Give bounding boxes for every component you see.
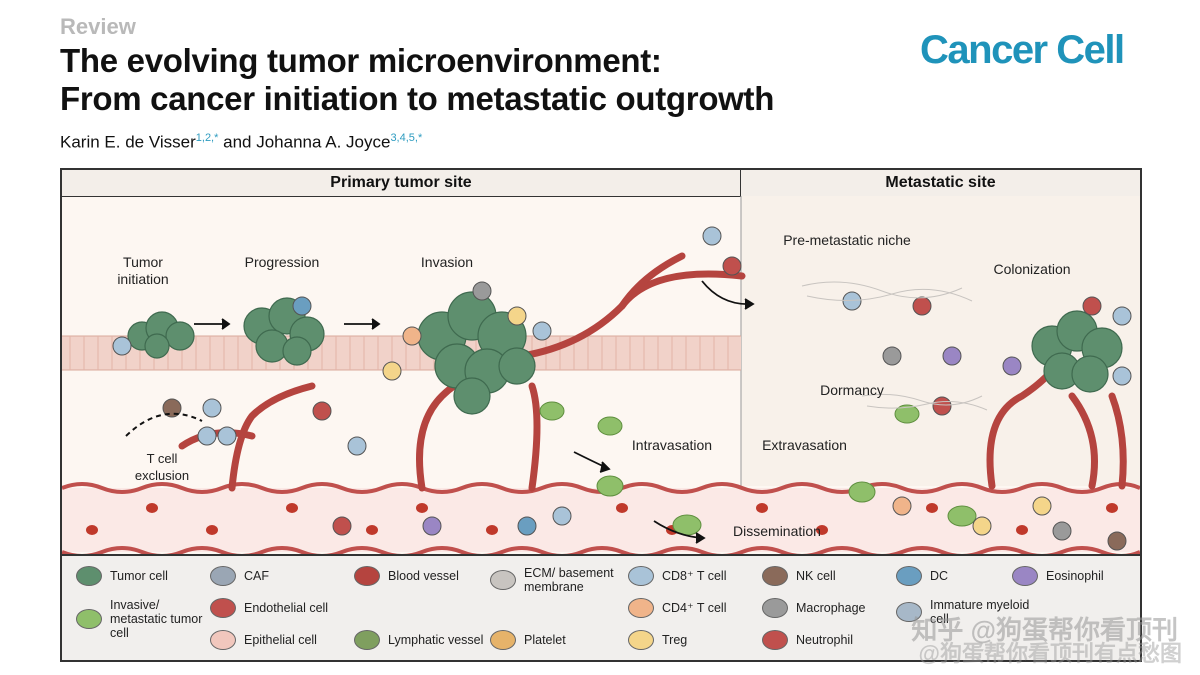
article-title: The evolving tumor microenvironment: Fro… [60, 42, 774, 118]
legend-label: CAF [244, 569, 269, 583]
legend-item: Epithelial cell [210, 630, 317, 650]
legend-item: CAF [210, 566, 269, 586]
legend-item: Macrophage [762, 598, 866, 618]
legend-label: CD8⁺ T cell [662, 569, 727, 583]
legend-item: Lymphatic vessel [354, 630, 483, 650]
stage-invasion: Invasion [420, 254, 474, 270]
author-1-affil: 1,2,* [195, 132, 219, 144]
label-tcell-exclusion: T cell exclusion [134, 451, 190, 483]
legend-item: Platelet [490, 630, 566, 650]
lymphatic-vessel-icon [354, 630, 380, 650]
stage-dormancy: Dormancy [820, 382, 884, 398]
stage-colonization: Colonization [993, 261, 1071, 277]
legend-label: Invasive/ metastatic tumor cell [110, 598, 203, 640]
legend-item: Tumor cell [76, 566, 168, 586]
invasive-tumor-cell-icon [76, 609, 102, 629]
stage-intravasation: Intravasation [631, 437, 713, 453]
stage-premetastatic-niche: Pre-metastatic niche [783, 232, 911, 248]
article-type: Review [60, 14, 136, 39]
author-2-affil: 3,4,5,* [390, 132, 423, 144]
legend-label: CD4⁺ T cell [662, 601, 727, 615]
watermark-line-2: @狗蛋帮你看顶刊有点愁图 [918, 641, 1182, 666]
legend-label: Lymphatic vessel [388, 633, 484, 647]
stage-tumor-initiation: Tumor initiation [117, 254, 169, 287]
dc-icon [896, 566, 922, 586]
legend-label: Blood vessel [388, 569, 459, 583]
legend-label: Platelet [524, 633, 566, 647]
ecm-icon [490, 570, 516, 590]
legend-item: Neutrophil [762, 630, 853, 650]
legend-item: Endothelial cell [210, 598, 328, 618]
legend-label: Eosinophil [1046, 569, 1104, 583]
author-2: Johanna A. Joyce [256, 132, 391, 152]
stage-dissemination: Dissemination [733, 523, 821, 539]
watermark-line-1: 知乎 @狗蛋帮你看顶刊 [911, 615, 1178, 645]
stage-extravasation: Extravasation [762, 437, 847, 453]
legend-item: Blood vessel [354, 566, 459, 586]
legend-item: Invasive/ metastatic tumor cell [76, 598, 210, 640]
author-line: Karin E. de Visser1,2,* and Johanna A. J… [60, 132, 422, 153]
epithelial-cell-icon [210, 630, 236, 650]
author-conjunction: and [218, 132, 257, 152]
tumor-cell-icon [76, 566, 102, 586]
legend-label: Neutrophil [796, 633, 853, 647]
legend-label: Epithelial cell [244, 633, 317, 647]
treg-icon [628, 630, 654, 650]
legend-label: DC [930, 569, 949, 583]
stage-progression: Progression [244, 254, 320, 270]
cd8-tcell-icon [628, 566, 654, 586]
legend-label: Tumor cell [110, 569, 168, 583]
tumor-clusters [127, 291, 1123, 415]
legend-label: NK cell [796, 569, 836, 583]
legend-item: NK cell [762, 566, 836, 586]
legend-item: Eosinophil [1012, 566, 1104, 586]
eosinophil-icon [1012, 566, 1038, 586]
legend-item: ECM/ basement membrane [490, 566, 624, 594]
legend-item: CD4⁺ T cell [628, 598, 727, 618]
blood-vessel-icon [354, 566, 380, 586]
title-line-1: The evolving tumor microenvironment: [60, 42, 662, 79]
tumor-illustration [62, 196, 1140, 556]
journal-logo: Cancer Cell [920, 28, 1125, 72]
legend-label: Treg [662, 633, 688, 647]
caf-icon [210, 566, 236, 586]
legend-item: DC [896, 566, 948, 586]
legend-item: CD8⁺ T cell [628, 566, 727, 586]
legend-label: Immature myeloid cell [930, 598, 1030, 626]
neutrophil-icon [762, 630, 788, 650]
primary-site-header: Primary tumor site [62, 170, 741, 197]
endothelial-cell-icon [210, 598, 236, 618]
title-line-2: From cancer initiation to metastatic out… [60, 80, 775, 117]
nk-cell-icon [762, 566, 788, 586]
figure-panel: Primary tumor site Metastatic site [60, 168, 1142, 662]
legend-label: ECM/ basement membrane [524, 566, 614, 594]
macrophage-icon [762, 598, 788, 618]
legend-item: Immature myeloid cell [896, 598, 1030, 626]
cd4-tcell-icon [628, 598, 654, 618]
author-1: Karin E. de Visser [60, 132, 196, 152]
immature-myeloid-icon [896, 602, 922, 622]
legend-label: Endothelial cell [244, 601, 329, 615]
metastatic-site-header: Metastatic site [741, 170, 1140, 197]
legend-item: Treg [628, 630, 687, 650]
platelet-icon [490, 630, 516, 650]
legend-label: Macrophage [796, 601, 866, 615]
